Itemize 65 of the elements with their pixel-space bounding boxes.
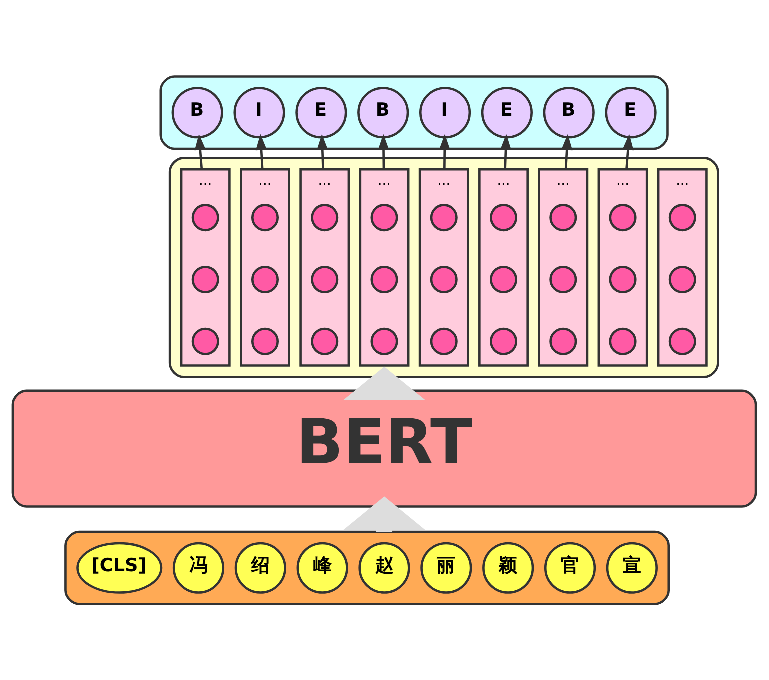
node-circle xyxy=(550,204,578,232)
cluster: ... xyxy=(598,168,648,366)
cluster: ... xyxy=(418,168,470,366)
node-circle: B xyxy=(543,86,595,138)
node-circle xyxy=(490,204,518,232)
node-circle xyxy=(430,265,458,293)
node-circle xyxy=(550,265,578,293)
node-circle xyxy=(668,265,696,293)
node-circle: I xyxy=(419,86,472,138)
node-circle xyxy=(251,265,279,293)
cluster: ... xyxy=(300,168,350,366)
node-circle: 绍 xyxy=(234,542,286,594)
node-circle xyxy=(370,265,398,293)
node-circle xyxy=(609,204,637,232)
node-circle xyxy=(311,265,339,293)
node-circle: 官 xyxy=(544,542,596,594)
cluster: ... xyxy=(180,168,231,366)
arrow xyxy=(194,134,206,170)
node-circle xyxy=(609,327,637,355)
node-circle xyxy=(370,204,398,232)
arrow xyxy=(622,134,634,170)
arrow xyxy=(561,134,573,170)
arrow xyxy=(256,134,268,170)
arrow xyxy=(500,134,512,170)
node-circle xyxy=(490,327,518,355)
node-circle xyxy=(192,327,220,355)
node-circle: E xyxy=(481,86,533,138)
node-circle: 丽 xyxy=(420,542,472,594)
node-circle: E xyxy=(605,86,657,138)
node-circle xyxy=(251,204,279,232)
arrow xyxy=(344,366,426,400)
arrow xyxy=(344,496,426,532)
node-circle: I xyxy=(234,86,286,138)
node-circle: 峰 xyxy=(296,542,348,594)
node-circle xyxy=(192,265,220,293)
node-circle xyxy=(490,265,518,293)
node-circle: B xyxy=(358,86,410,138)
cluster: ... xyxy=(538,168,589,366)
node-circle xyxy=(192,204,220,232)
arrow xyxy=(317,134,328,170)
node-circle: 赵 xyxy=(358,542,410,594)
arrow xyxy=(439,134,450,170)
cluster: ... xyxy=(478,168,529,366)
cluster: ... xyxy=(657,168,708,366)
node-circle xyxy=(430,327,458,355)
node-circle: 颖 xyxy=(482,542,534,594)
cluster xyxy=(64,530,670,605)
node-circle xyxy=(668,204,696,232)
cluster xyxy=(168,156,720,378)
node-circle xyxy=(311,327,339,355)
node-circle xyxy=(550,327,578,355)
node-circle xyxy=(668,327,696,355)
cluster: ... xyxy=(240,168,290,366)
node-circle: 冯 xyxy=(172,542,225,594)
cluster: ... xyxy=(359,168,410,366)
node-circle: E xyxy=(296,86,348,138)
node-circle: 宣 xyxy=(606,542,658,594)
node-ellipse: [CLS] xyxy=(76,542,163,594)
arrow xyxy=(378,134,390,170)
node-circle xyxy=(370,327,398,355)
node-circle xyxy=(311,204,339,232)
node-circle xyxy=(251,327,279,355)
node-circle xyxy=(609,265,637,293)
node-circle: B xyxy=(172,86,224,138)
node-circle xyxy=(430,204,458,232)
